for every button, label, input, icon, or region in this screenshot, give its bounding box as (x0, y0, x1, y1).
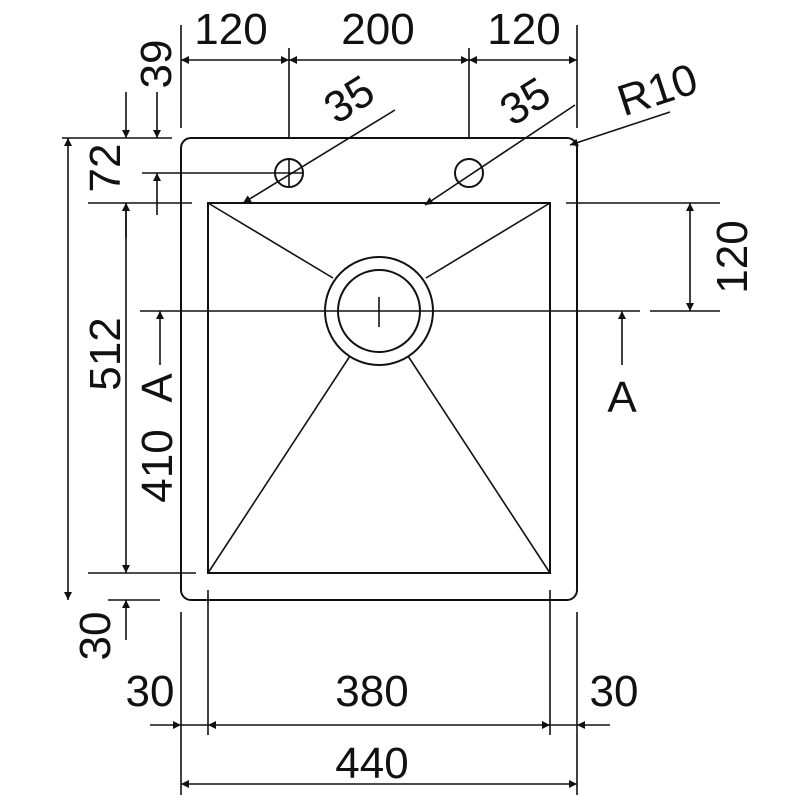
label-bowl-height-410: 410 (133, 429, 182, 502)
label-top-left-width: 120 (194, 5, 267, 54)
label-top-right-width: 120 (487, 5, 560, 54)
sink-outline (180, 137, 578, 601)
extension-lines (62, 25, 720, 795)
bowl-fold-lines (207, 202, 551, 574)
label-bottom-left-margin: 30 (126, 667, 175, 716)
sink-bowl (207, 202, 551, 574)
label-hole-right-diameter: 35 (492, 68, 559, 135)
label-total-height-512: 512 (81, 317, 130, 390)
section-marker-right: A (607, 373, 637, 422)
dimension-lines (64, 56, 694, 788)
tap-holes (274, 158, 484, 188)
dimension-labels: 120 200 120 39 72 512 410 30 35 35 R10 1… (71, 5, 757, 788)
label-total-width-440: 440 (335, 739, 408, 788)
fold-line-top-left (207, 202, 334, 279)
label-bottom-right-margin: 30 (590, 667, 639, 716)
label-bowl-width-380: 380 (335, 667, 408, 716)
label-bottom-margin-30: 30 (71, 612, 120, 661)
tap-hole-right (454, 158, 484, 188)
fold-line-bottom-right (407, 355, 551, 574)
label-drain-offset-120: 120 (708, 220, 757, 293)
label-top-middle-width: 200 (341, 5, 414, 54)
sink-outer-frame (180, 137, 578, 601)
label-top-offset-39: 39 (132, 40, 181, 89)
label-hole-height-72: 72 (81, 144, 130, 193)
fold-line-top-right (425, 202, 551, 279)
fold-line-bottom-left (207, 355, 351, 574)
label-corner-radius: R10 (612, 54, 704, 126)
section-marker-left: A (133, 373, 182, 403)
